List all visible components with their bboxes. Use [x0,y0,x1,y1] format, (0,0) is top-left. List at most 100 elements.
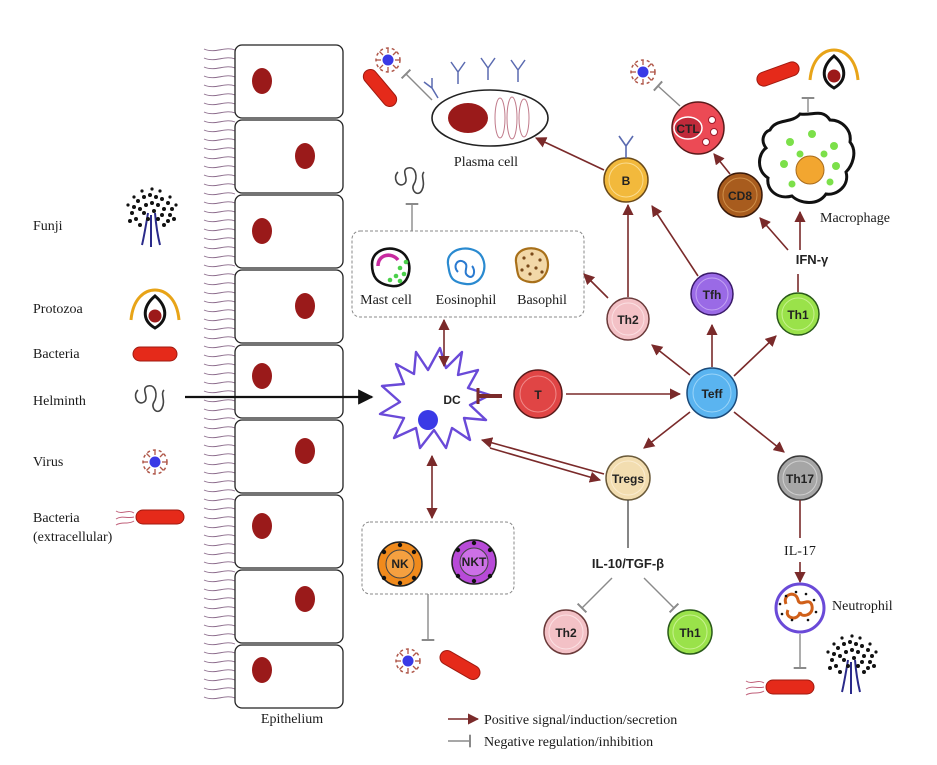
cilium [203,453,236,457]
nk-box: NK NKT [361,521,515,595]
cilium [203,579,236,583]
teff-to-th1-arrow [733,335,777,377]
cilium [203,210,236,214]
cilium [203,444,236,448]
svg-text:CD8: CD8 [728,189,752,203]
fungi-icon [125,186,179,248]
cilium [203,687,236,691]
cilium [203,381,236,385]
epithelium-layer: Epithelium [203,44,344,727]
cilium [203,219,236,223]
cilium [203,408,236,412]
cilium [203,678,236,682]
cilium [203,111,236,115]
helminth-icon [134,384,165,413]
teff-to-tregs-arrow [643,411,691,449]
macrophage-label: Macrophage [820,211,890,226]
cilium [203,66,236,70]
protozoa-target-macrophage-icon [808,48,860,90]
ifn-gamma-label: IFN-γ [796,252,829,267]
antibody-icons [423,57,526,99]
cilium [203,525,236,529]
fungi-label: Funji [33,219,63,234]
cilium [203,597,236,601]
eosinophil-label: Eosinophil [436,293,497,308]
cilium [203,291,236,295]
bacteria-extracellular-label-2: (extracellular) [33,530,113,545]
fungi-target-icon [825,633,879,695]
cilium [203,48,236,52]
tregs-to-dc-arrow [480,437,605,475]
cilium [203,507,236,511]
cilium [203,138,236,142]
cilium [203,480,236,484]
neutrophil-label: Neutrophil [832,599,893,614]
cilium [203,129,236,133]
cilium [203,93,236,97]
cilium [203,606,236,610]
il10-tgfb-label: IL-10/TGF-β [592,556,664,571]
helminth-label: Helminth [33,394,86,409]
cilium [203,156,236,160]
dc-label: DC [443,393,461,407]
cilium [203,273,236,277]
cilium [203,345,236,349]
cilium [203,588,236,592]
cilium [203,75,236,79]
helminth-target-icon [394,166,425,195]
eosinophil [446,247,486,286]
cilium [203,390,236,394]
cilium [203,147,236,151]
cilium [203,318,236,322]
tfh-cell: Tfh [690,272,734,316]
cilium [203,660,236,664]
virus-target-ctl-icon [630,59,656,85]
bacteria-extracellular-label-1: Bacteria [33,511,80,526]
cilium [203,282,236,286]
cilium [203,489,236,493]
cilium [203,120,236,124]
cilium [203,102,236,106]
bacteria-label: Bacteria [33,347,80,362]
basophil [514,247,550,284]
il17-label: IL-17 [784,544,816,559]
cilium [203,624,236,628]
cilium [203,498,236,502]
cilium [203,165,236,169]
svg-text:Tfh: Tfh [703,288,722,302]
cilium [203,300,236,304]
virus-target-antibody-icon [375,47,401,73]
th17-cell: Th17 [777,455,823,501]
cilium [203,417,236,421]
bacteria-extracellular-icon [115,509,185,526]
bacteria-icon [132,346,178,362]
dc-to-tregs-arrow [489,447,602,483]
bacteria-target-antibody-icon [359,66,401,110]
cilium [203,327,236,331]
cd8-cell: CD8 [717,172,763,218]
cilium [203,426,236,430]
basophil-label: Basophil [517,293,567,308]
bacteria-target-macrophage-icon [754,59,802,89]
svg-text:NKT: NKT [462,555,487,569]
cilium [203,633,236,637]
cilium [203,57,236,61]
neutrophil [774,582,826,634]
cilium [203,642,236,646]
cilium [203,84,236,88]
nk-cell: NK [377,541,423,587]
cilium [203,201,236,205]
virus-icon [142,449,168,475]
cilium [203,363,236,367]
cilium [203,372,236,376]
cilium [203,534,236,538]
ifn-to-cd8-arrow [759,217,789,251]
svg-text:NK: NK [391,557,409,571]
teff-to-th2-arrow [651,344,691,376]
legend-negative-label: Negative regulation/inhibition [484,735,653,750]
cilium [203,462,236,466]
cilium [203,552,236,556]
tregs-inhibit-th1 [643,577,680,614]
svg-text:Teff: Teff [701,387,723,401]
teff-cell: Teff [686,367,738,419]
